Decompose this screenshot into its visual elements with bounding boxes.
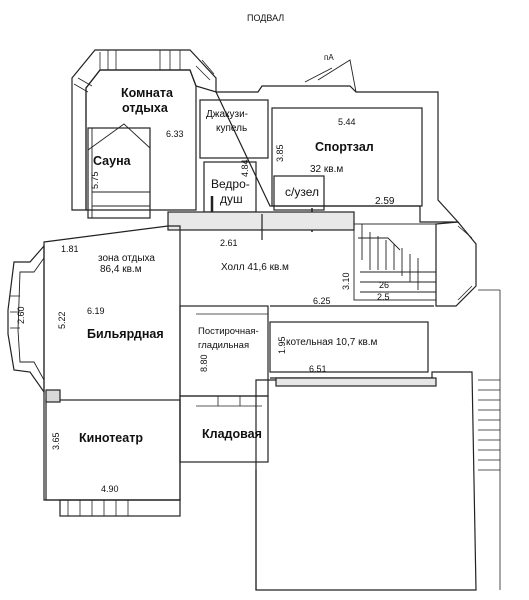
dim-6-25: 6.25 — [313, 296, 331, 306]
gym-label: Спортзал — [315, 140, 374, 154]
cinema-label: Кинотеатр — [79, 431, 143, 445]
rest-room-label-2: отдыха — [122, 101, 168, 115]
dim-6-19: 6.19 — [87, 306, 105, 316]
storage-label: Кладовая — [202, 427, 262, 441]
input-marker — [317, 59, 357, 93]
dim-3-85: 3.85 — [275, 144, 285, 162]
dim-6-51: 6.51 — [309, 364, 327, 374]
right-bay — [435, 221, 477, 307]
garage-area — [255, 371, 477, 591]
staircase — [353, 223, 437, 301]
billiard-label: Бильярдная — [87, 327, 164, 341]
rest-room-label-1: Комната — [121, 86, 173, 100]
laundry-label-1: Постирочная- — [198, 326, 259, 337]
laundry-room — [179, 305, 269, 397]
left-bay — [7, 244, 45, 394]
page-title: ПОДВАЛ — [247, 13, 285, 23]
input-marker-label: пА — [324, 53, 334, 62]
bay-window-top — [73, 50, 215, 93]
gym-area-label: 32 кв.м — [310, 164, 344, 175]
dim-2-60: 2.60 — [16, 306, 26, 324]
jacuzzi-label-1: Джакузи- — [206, 109, 249, 120]
shower-label-2: душ — [220, 192, 243, 206]
dim-2-59: 2.59 — [375, 196, 395, 207]
outer-steps — [478, 289, 501, 590]
dim-3-65: 3.65 — [51, 432, 61, 450]
gym-room — [271, 107, 423, 207]
shower-label-1: Ведро- — [211, 177, 250, 191]
dim-5-44: 5.44 — [338, 117, 356, 127]
jacuzzi-room — [199, 99, 269, 159]
dim-4-84: 4.84 — [240, 159, 250, 177]
bottom-wall — [59, 499, 181, 517]
hall-label: Холл 41,6 кв.м — [221, 262, 289, 273]
rest-zone-label-2: 86,4 кв.м — [100, 264, 142, 275]
wc-room — [273, 175, 325, 211]
sauna-label: Сауна — [93, 154, 131, 168]
dim-5-75: 5.75 — [90, 171, 100, 189]
dim-2-5: 2.5 — [377, 292, 390, 302]
dim-3-10: 3.10 — [341, 272, 351, 290]
dim-2-61: 2.61 — [220, 238, 238, 248]
dim-5-22: 5.22 — [57, 311, 67, 329]
boiler-room — [269, 321, 429, 373]
wc-label: с/узел — [285, 185, 319, 199]
laundry-label-2: гладильная — [198, 340, 250, 351]
corridor-wall — [167, 211, 355, 231]
boiler-label: котельная 10,7 кв.м — [286, 337, 378, 348]
dim-1-81: 1.81 — [61, 244, 79, 254]
dim-6-33: 6.33 — [166, 129, 184, 139]
rest-zone-label-1: зона отдыха — [98, 253, 155, 264]
dim-8-80: 8.80 — [199, 354, 209, 372]
jacuzzi-label-2: купель — [216, 123, 248, 134]
dim-4-90: 4.90 — [101, 484, 119, 494]
dim-26: 26 — [379, 280, 390, 290]
